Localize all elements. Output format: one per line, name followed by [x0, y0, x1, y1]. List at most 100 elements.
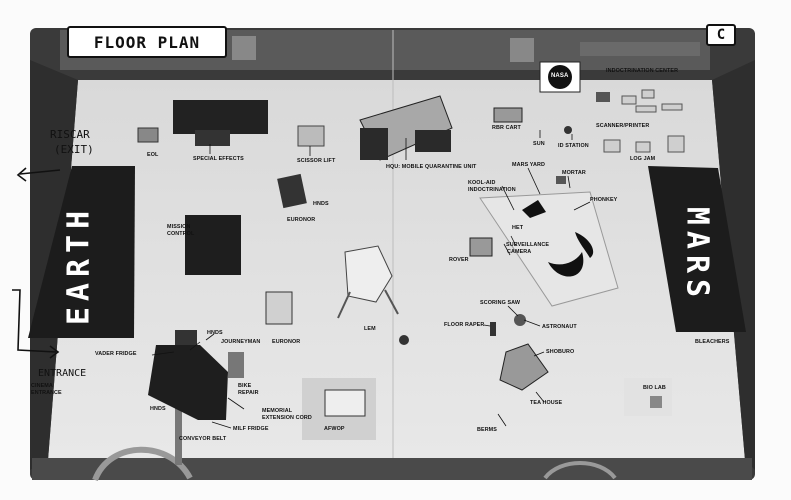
euronor-top-object: [277, 173, 307, 209]
cable-loop: [543, 461, 617, 480]
mission-control: [185, 215, 241, 275]
label-rover: ROVER: [449, 257, 469, 263]
lem-module: [344, 245, 393, 303]
small-object: [399, 335, 409, 345]
floor-plan-title-box: FLOOR PLAN: [67, 26, 227, 58]
label-kool-aid-2: INDOCTRINATION: [468, 187, 516, 193]
journeyman-stage: [148, 345, 228, 420]
label-phonkey: PHONKEY: [590, 197, 618, 203]
wall-vent: [232, 36, 256, 60]
bio-lab-object: [650, 396, 662, 408]
indoctrination-table: [621, 95, 637, 105]
label-rbr-cart: RBR CART: [492, 125, 521, 131]
page-title: FLOOR PLAN: [93, 33, 201, 52]
riscar-note: RISCAR: [50, 128, 90, 141]
label-hnds-mid: HNDS: [207, 330, 223, 336]
label-astronaut: ASTRONAUT: [542, 324, 577, 330]
label-hnds-top: HNDS: [313, 201, 329, 207]
hqu-base: [415, 130, 451, 152]
label-bio-lab: BIO LAB: [643, 385, 666, 391]
label-kool-aid-1: KOOL-AID: [468, 180, 496, 186]
label-indoctrination-center: INDOCTRINATION CENTER: [606, 68, 679, 74]
label-vader-fridge: VADER FRIDGE: [95, 351, 137, 357]
label-lem: LEM: [364, 326, 376, 332]
label-conveyor-belt: CONVEYOR BELT: [179, 436, 227, 442]
label-bleachers: BLEACHERS: [695, 339, 730, 345]
mars-crater: [548, 252, 584, 277]
label-cinema-2: ENTRANCE: [31, 390, 62, 396]
conveyor-belt-shape: [175, 395, 182, 465]
label-mars-yard: MARS YARD: [512, 162, 545, 168]
nasa-logo-text: NASA: [551, 73, 569, 79]
exit-note: (EXIT): [54, 143, 94, 156]
label-tea-house: TEA HOUSE: [530, 400, 563, 406]
mars-rock: [522, 200, 546, 218]
euronor-bottom-object: [265, 291, 293, 325]
rbr-cart: [493, 107, 523, 123]
scissor-lift: [297, 125, 325, 147]
log-jam-pile: [667, 135, 685, 153]
label-memorial-1: MEMORIAL: [262, 408, 293, 414]
bottom-wall: [32, 458, 752, 480]
label-euronor-top: EURONOR: [287, 217, 316, 223]
vader-fridge: [175, 330, 197, 345]
label-bike-2: REPAIR: [238, 390, 259, 396]
label-scissor-lift: SCISSOR LIFT: [297, 158, 336, 164]
mars-banner: [648, 166, 746, 332]
label-scanner-printer: SCANNER/PRINTER: [596, 123, 650, 129]
label-scoring-saw: SCORING SAW: [480, 300, 521, 306]
label-het: HET: [512, 225, 524, 231]
label-milf-fridge: MILF FRIDGE: [233, 426, 269, 432]
label-euronor-bottom: EURONOR: [272, 339, 301, 345]
label-special-effects: SPECIAL EFFECTS: [193, 156, 244, 162]
label-log-jam: LOG JAM: [630, 156, 656, 162]
label-mortar: MORTAR: [562, 170, 586, 176]
special-effects-stage: [173, 100, 268, 134]
lem-leg: [337, 291, 351, 319]
label-surveillance-1: SURVEILLANCE: [506, 242, 550, 248]
indoctrination-table: [641, 89, 655, 99]
label-eol: EOL: [147, 152, 159, 158]
label-shoburo: SHOBURO: [546, 349, 575, 355]
earth-banner: [28, 166, 135, 338]
indoctrination-table: [596, 92, 610, 102]
label-bike-1: BIKE: [238, 383, 252, 389]
floor-raper: [490, 322, 496, 336]
label-mission-2: CONTROL: [167, 231, 195, 237]
rover: [469, 237, 493, 257]
nasa-logo-circle: [548, 65, 572, 89]
label-berms: BERMS: [477, 427, 497, 433]
wall-vent: [510, 38, 534, 62]
corner-tag-box: C: [706, 24, 736, 46]
indoctrination-table: [635, 105, 657, 113]
leader-lines: [151, 130, 591, 429]
label-mission-1: MISSION: [167, 224, 191, 230]
log-jam-pile: [603, 139, 621, 153]
wall-shelf: [580, 42, 700, 56]
small-object: [556, 176, 566, 184]
label-hnds-bottom: HNDS: [150, 406, 166, 412]
scoring-saw: [514, 314, 526, 326]
cable-loop: [92, 446, 193, 482]
small-object: [564, 126, 572, 134]
bio-lab-area: [624, 378, 672, 416]
hqu-base: [360, 128, 388, 160]
log-jam-pile: [635, 141, 651, 153]
special-effects-booth: [195, 130, 230, 146]
mars-yard: [479, 191, 619, 307]
entrance-note: ENTRANCE: [38, 368, 87, 379]
floor: [48, 80, 745, 460]
afwop-object: [324, 389, 366, 417]
label-afwop: AFWOP: [324, 426, 345, 432]
lem-leg: [384, 289, 399, 315]
label-id-station: ID STATION: [558, 143, 589, 149]
label-cinema-1: CINEMA: [31, 383, 53, 389]
indoctrination-table: [661, 103, 683, 111]
bike-repair: [228, 352, 244, 378]
label-floor-raper: FLOOR RAPER: [444, 322, 485, 328]
label-memorial-2: EXTENSION CORD: [262, 415, 312, 421]
eol-object: [137, 127, 159, 143]
label-journeyman: JOURNEYMAN: [221, 339, 261, 345]
handwritten-arrows: [12, 167, 61, 359]
